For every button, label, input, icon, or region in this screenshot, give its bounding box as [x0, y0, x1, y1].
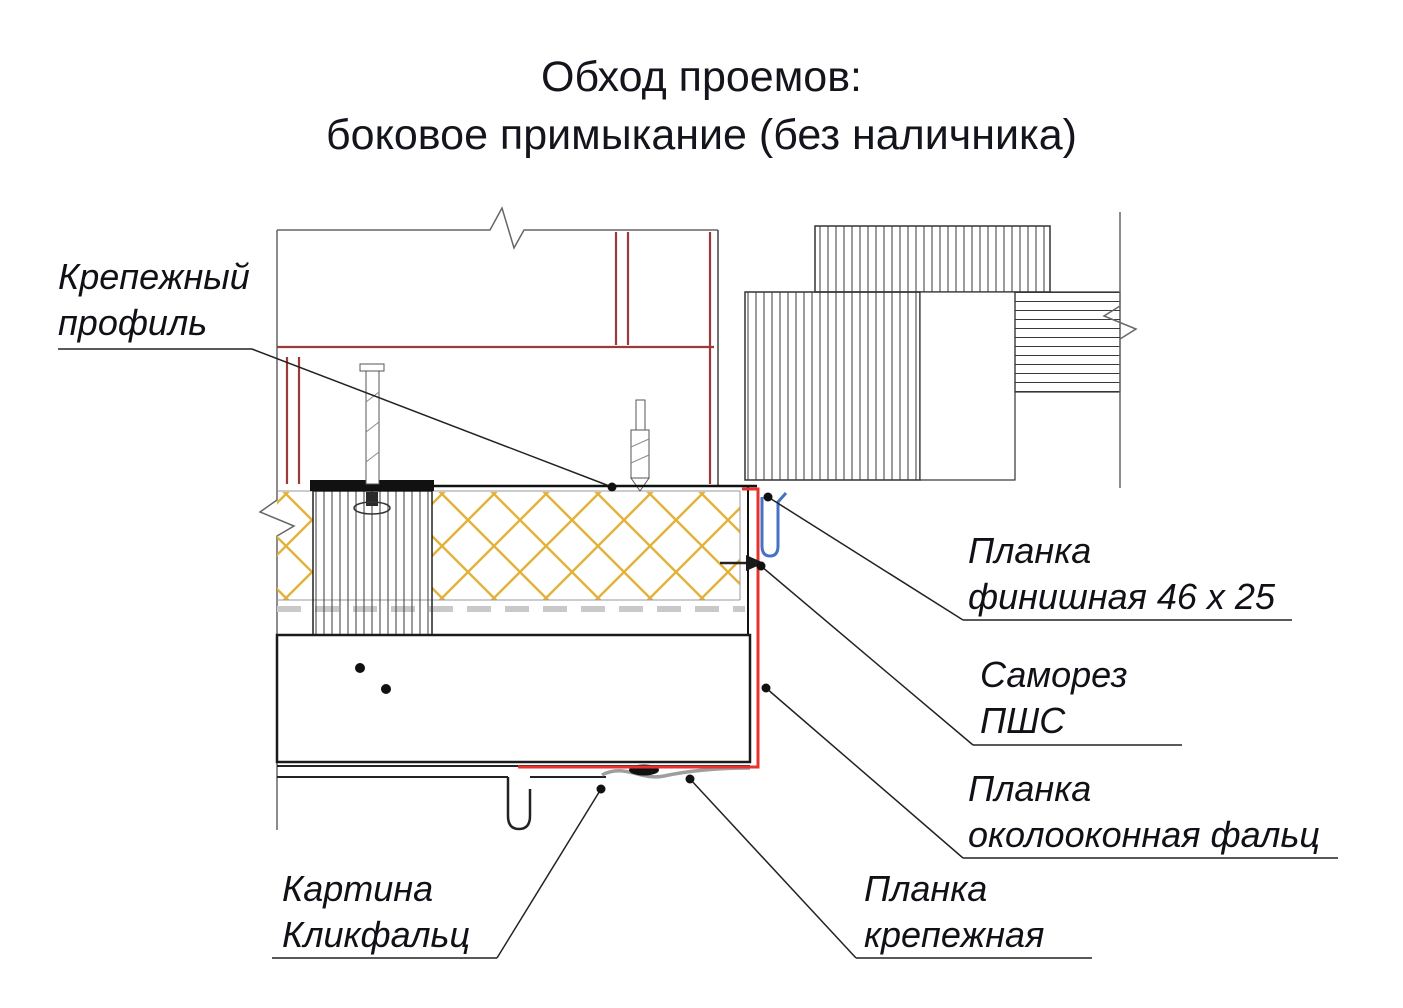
click-seam-hook [506, 777, 532, 831]
label-window-surround-strip: Планка околооконная фальц [968, 766, 1320, 858]
self-tapping-screw [720, 555, 764, 571]
label-finish-strip: Планка финишная 46 x 25 [968, 528, 1275, 620]
label-line: Картина [282, 868, 434, 909]
brick-joint-lines [277, 232, 714, 484]
label-line: профиль [58, 302, 208, 343]
label-line: околооконная фальц [968, 814, 1321, 855]
finish-strip [760, 492, 788, 558]
label-click-seam-panel: Картина Кликфальц [282, 866, 470, 958]
frame-anchor-left [359, 363, 385, 485]
label-line: Планка [864, 868, 988, 909]
label-line: Планка [968, 768, 1092, 809]
title-line-2: боковое примыкание (без наличника) [326, 111, 1077, 159]
label-line: Кликфальц [282, 914, 471, 955]
anchor-washer [353, 492, 391, 515]
insulation-layer [277, 490, 745, 612]
label-line: Крепежный [58, 256, 250, 297]
leader-dots [596, 482, 773, 794]
label-fastening-profile: Крепежный профиль [58, 254, 250, 346]
drawing-title: Обход проемов: боковое примыкание (без н… [0, 48, 1403, 164]
stud-cap [310, 480, 434, 491]
break-line [1102, 212, 1138, 488]
title-line-1: Обход проемов: [541, 53, 862, 101]
label-fastening-strip: Планка крепежная [864, 866, 1044, 958]
label-line: крепежная [864, 914, 1045, 955]
sill-board [275, 633, 752, 764]
click-seam-panel [277, 765, 750, 831]
label-line: Планка [968, 530, 1092, 571]
label-self-tapping-screw: Саморез ПШС [980, 652, 1128, 744]
label-line: финишная 46 x 25 [968, 576, 1275, 617]
frame-anchor-right [630, 399, 650, 492]
leader-lines [58, 348, 1338, 959]
timber-stud [310, 480, 434, 636]
label-line: Саморез [980, 654, 1128, 695]
window-frame [744, 212, 1138, 488]
window-surround-strip [518, 487, 760, 769]
label-line: ПШС [980, 700, 1066, 741]
wall-brick [258, 206, 719, 830]
